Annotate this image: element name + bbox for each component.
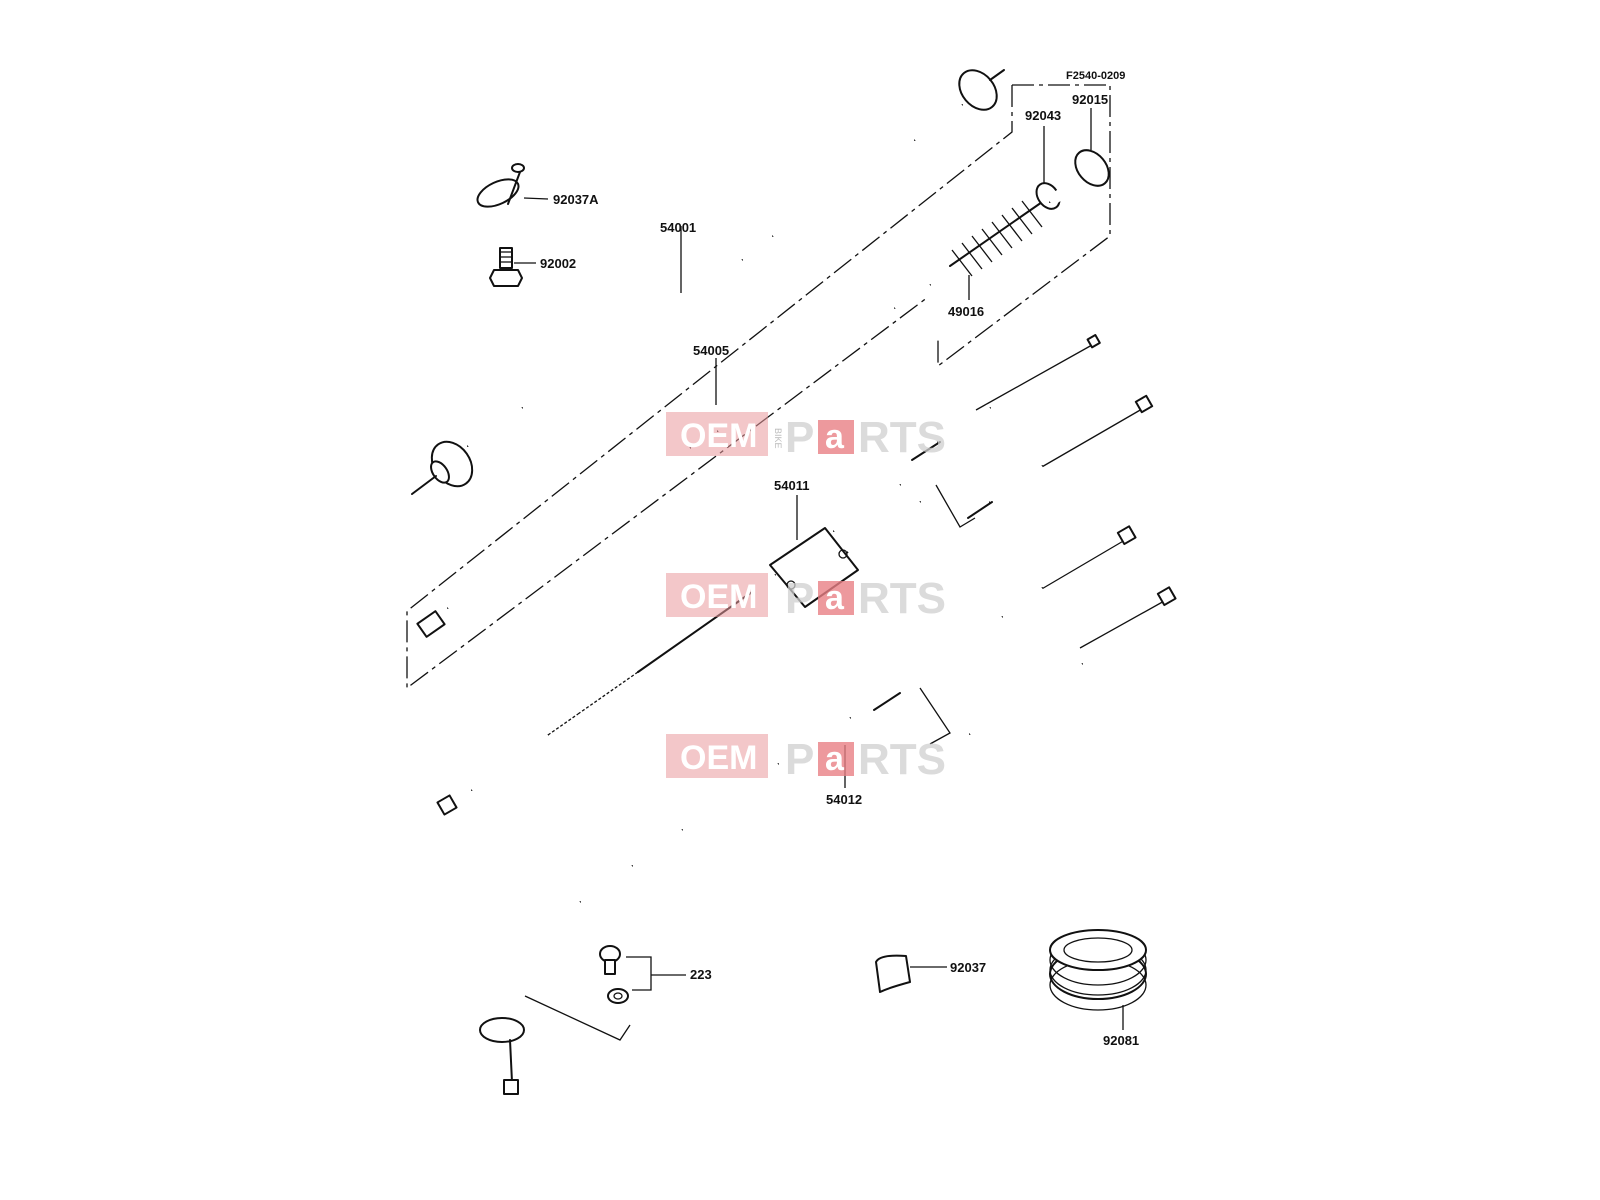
- label-92081: 92081: [1103, 1033, 1139, 1048]
- label-54011: 54011: [774, 478, 809, 493]
- watermark-rts-3: RTS: [858, 735, 946, 784]
- part-92081-spring: [1049, 929, 1147, 1030]
- label-223: 223: [690, 967, 712, 982]
- part-54005-tacho-cable: [715, 279, 934, 433]
- watermark-p-2: P: [785, 574, 814, 623]
- part-54012-throttle-cable: [479, 525, 1177, 1095]
- watermark-2: OEM P a RTS: [666, 573, 946, 623]
- label-54001: 54001: [660, 220, 696, 235]
- label-54012: 54012: [826, 792, 862, 807]
- watermark-a-2: a: [825, 579, 845, 617]
- label-49016: 49016: [948, 304, 984, 319]
- diagram-code: F2540-0209: [1066, 70, 1125, 82]
- part-54001-speedometer-cable: [411, 226, 744, 495]
- group-bracket-lines: [406, 84, 1111, 690]
- watermark-a-3: a: [825, 740, 845, 778]
- label-92015: 92015: [1072, 92, 1108, 107]
- watermark-bike: BIKE: [773, 428, 783, 449]
- watermark-oem-3: OEM: [680, 739, 757, 777]
- part-92037a-clip: [476, 163, 549, 208]
- part-223-screw-washer: [524, 945, 686, 1041]
- watermark-oem-2: OEM: [680, 578, 757, 616]
- watermark-1: OEM BIKE P a RTS: [666, 412, 946, 462]
- watermark-p-3: P: [785, 735, 814, 784]
- part-92037-clamp: [875, 954, 947, 993]
- label-92043: 92043: [1025, 108, 1061, 123]
- label-92002: 92002: [540, 256, 576, 271]
- label-54005: 54005: [693, 343, 729, 358]
- label-92037a: 92037A: [553, 192, 599, 207]
- part-49016-boot: [949, 199, 1046, 300]
- watermark-p: P: [785, 413, 814, 462]
- watermark-3: OEM P a RTS: [666, 734, 946, 784]
- watermark-a: a: [825, 418, 845, 456]
- part-choke-cables-right: [911, 334, 1154, 528]
- part-tacho-cable-upper: [771, 69, 1005, 239]
- watermark-oem: OEM: [680, 417, 757, 455]
- watermark-rts-2: RTS: [858, 574, 946, 623]
- part-54011-choke-cable: [416, 446, 923, 816]
- watermark-rts: RTS: [858, 413, 946, 462]
- label-92037: 92037: [950, 960, 986, 975]
- part-92002-bolt: [489, 247, 536, 287]
- part-92015-nut: [1046, 108, 1110, 207]
